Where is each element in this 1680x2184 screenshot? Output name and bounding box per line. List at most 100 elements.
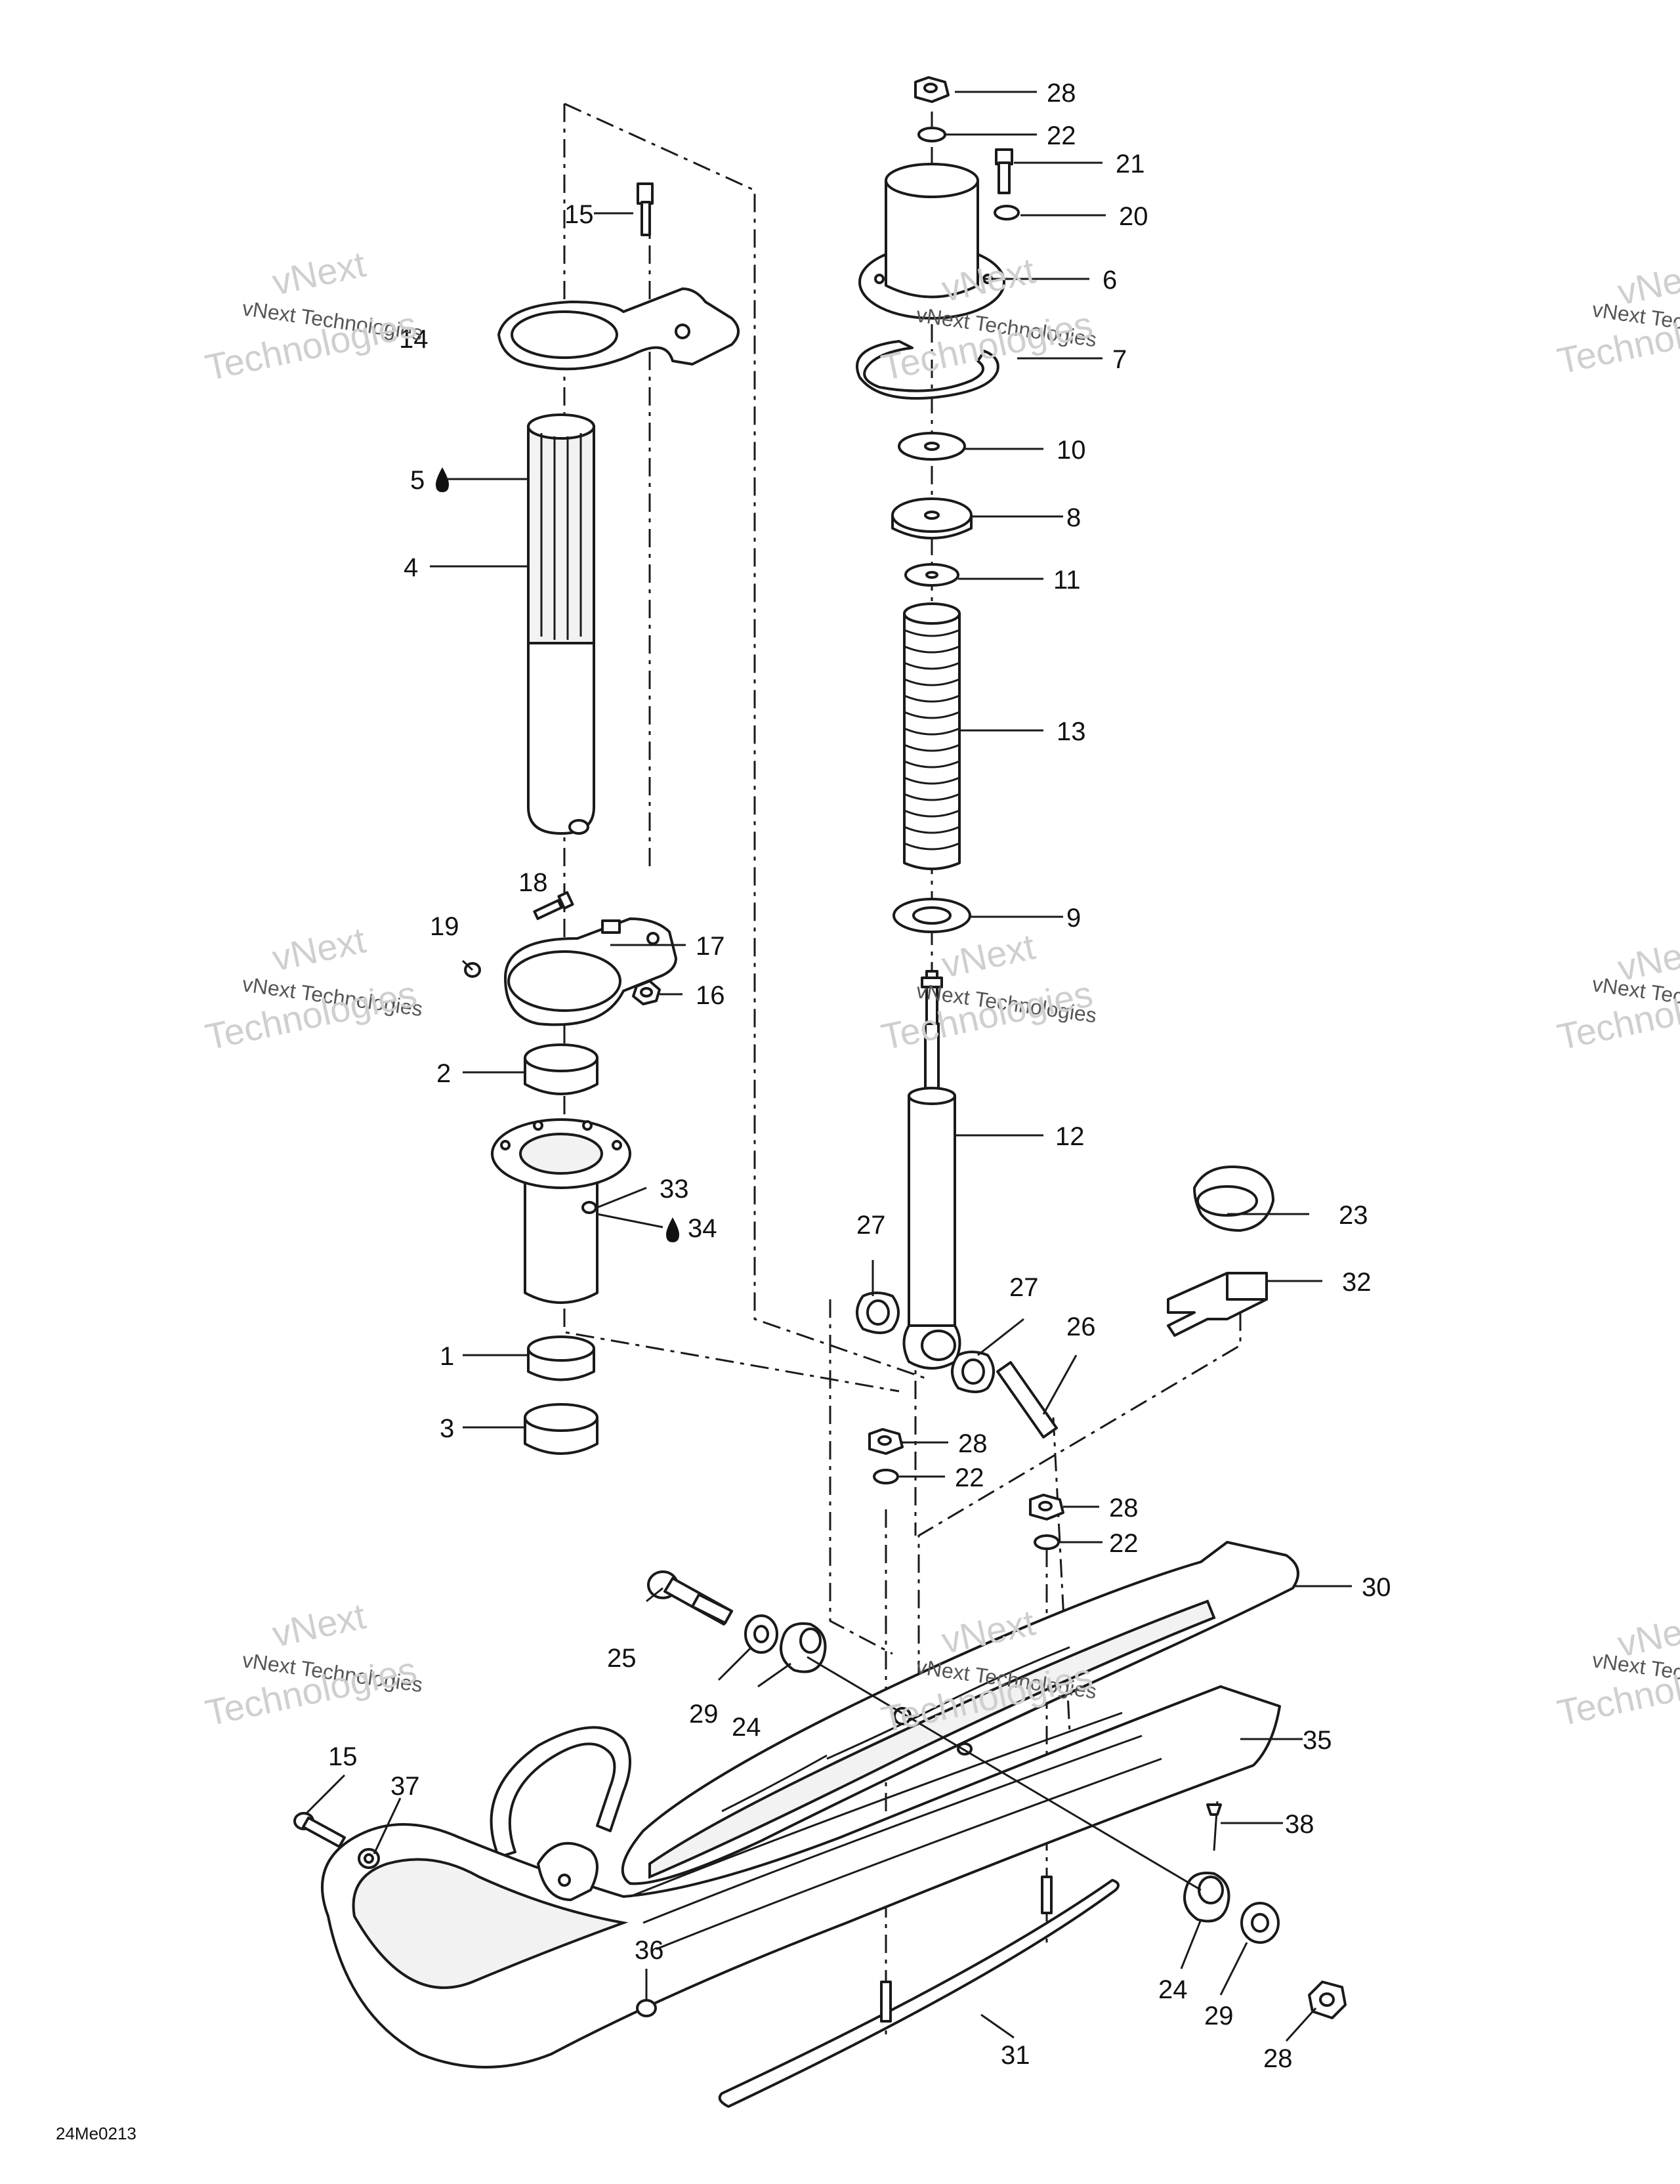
callout-12: 12 [1055, 1122, 1085, 1151]
washer-29-left [744, 1614, 778, 1654]
bushing-24-left [780, 1622, 827, 1673]
callout-17: 17 [696, 932, 725, 961]
callout-22-mid: 22 [955, 1463, 984, 1492]
bolt-25 [647, 1570, 733, 1626]
bracket-17 [504, 917, 677, 1026]
watermark-text: vNext [268, 919, 369, 978]
callout-25: 25 [607, 1644, 637, 1673]
callout-36: 36 [635, 1936, 664, 1965]
callout-23: 23 [1339, 1201, 1368, 1230]
callout-1: 1 [440, 1342, 454, 1371]
ski-35 [321, 1685, 1281, 2068]
nut-28-right [1029, 1494, 1064, 1521]
callout-13: 13 [1057, 717, 1086, 746]
spring-seat-8 [891, 497, 973, 539]
callout-7: 7 [1112, 345, 1127, 374]
callout-38: 38 [1285, 1810, 1314, 1839]
callout-31: 31 [1001, 2041, 1030, 2070]
pin-38 [1206, 1801, 1222, 1851]
callout-16: 16 [696, 981, 725, 1010]
washer-37 [358, 1848, 380, 1869]
callout-28-right: 28 [1109, 1494, 1139, 1522]
callout-27-left: 27 [856, 1211, 886, 1240]
callout-10: 10 [1057, 436, 1086, 465]
callout-32: 32 [1342, 1268, 1372, 1297]
figure-code: 24Me0213 [56, 2124, 136, 2143]
callout-2: 2 [436, 1059, 451, 1088]
callout-21: 21 [1116, 150, 1145, 178]
callout-15-top: 15 [564, 200, 594, 229]
callout-15-ski: 15 [328, 1742, 358, 1771]
callout-19: 19 [430, 912, 459, 941]
spring-13 [903, 602, 961, 870]
shaft-4 [527, 413, 595, 835]
leader-lines [304, 91, 1352, 2042]
callout-11: 11 [1053, 566, 1081, 595]
callout-33: 33 [660, 1175, 689, 1204]
callout-34: 34 [688, 1214, 717, 1243]
bushing-2 [524, 1043, 598, 1095]
callout-14: 14 [399, 325, 429, 354]
wear-bar-31 [718, 1876, 1120, 2108]
ski-handle [490, 1726, 631, 1858]
housing-flange [491, 1118, 631, 1304]
nut-16 [632, 980, 661, 1005]
bushing-24-right [1183, 1872, 1230, 1923]
washer-10 [898, 432, 966, 461]
washer-22-mid [873, 1469, 899, 1484]
callout-8: 8 [1066, 503, 1081, 532]
cap-23 [1193, 1166, 1274, 1232]
callout-24-right: 24 [1158, 1975, 1188, 2004]
bushing-3 [524, 1403, 598, 1455]
callout-29-right: 29 [1204, 2002, 1234, 2030]
bracket-14 [497, 287, 740, 371]
bushing-27-right [951, 1351, 995, 1393]
washer-22-top [917, 127, 946, 142]
callout-35: 35 [1303, 1726, 1332, 1755]
callout-3: 3 [440, 1414, 454, 1443]
callout-28-ski: 28 [1263, 2044, 1293, 2073]
callout-37: 37 [390, 1772, 420, 1801]
nut-28-mid [868, 1428, 904, 1455]
lubricant-drop-icon [666, 1217, 679, 1242]
washer-20 [994, 205, 1020, 220]
callout-28-top: 28 [1047, 79, 1076, 108]
washer-22-right [1034, 1534, 1060, 1550]
callout-28-mid: 28 [958, 1429, 988, 1458]
bolt-15-ski [293, 1812, 346, 1848]
callout-20: 20 [1119, 202, 1148, 231]
callout-9: 9 [1066, 904, 1081, 933]
callout-24-left: 24 [732, 1713, 761, 1742]
callout-18: 18 [518, 868, 548, 897]
watermark-text: vNext [268, 1595, 369, 1654]
screw-21 [995, 148, 1013, 194]
shock-12 [902, 970, 961, 1370]
callout-5: 5 [410, 466, 425, 495]
washer-11 [904, 563, 959, 587]
nut-36 [636, 1999, 657, 2017]
watermark-text: vNext [268, 243, 369, 303]
callout-4: 4 [404, 553, 418, 582]
callout-22-right: 22 [1109, 1529, 1139, 1558]
bolt-15-top [637, 182, 654, 236]
nut-28-ski [1308, 1981, 1347, 2019]
washer-9 [892, 898, 971, 933]
screw-18 [533, 891, 574, 920]
cap-6 [858, 163, 1005, 320]
callout-labels: 28 22 21 20 6 7 10 8 11 13 9 12 23 32 27… [328, 79, 1391, 2073]
bushing-27-left [856, 1292, 900, 1334]
callout-26: 26 [1066, 1312, 1096, 1341]
lubricant-drop-icon [436, 467, 449, 492]
wear-bar-clip-32 [1167, 1272, 1268, 1337]
callout-22-top: 22 [1047, 121, 1076, 150]
nut-28-top [914, 76, 950, 103]
washer-29-right [1240, 1902, 1280, 1944]
circlip-7 [856, 340, 999, 400]
ski-30 [621, 1541, 1299, 1885]
callout-6: 6 [1102, 266, 1117, 295]
callout-30: 30 [1362, 1573, 1391, 1602]
callout-27-right: 27 [1009, 1273, 1039, 1302]
watermark-text: Technologies [877, 973, 1096, 1058]
bushing-1 [527, 1335, 595, 1381]
